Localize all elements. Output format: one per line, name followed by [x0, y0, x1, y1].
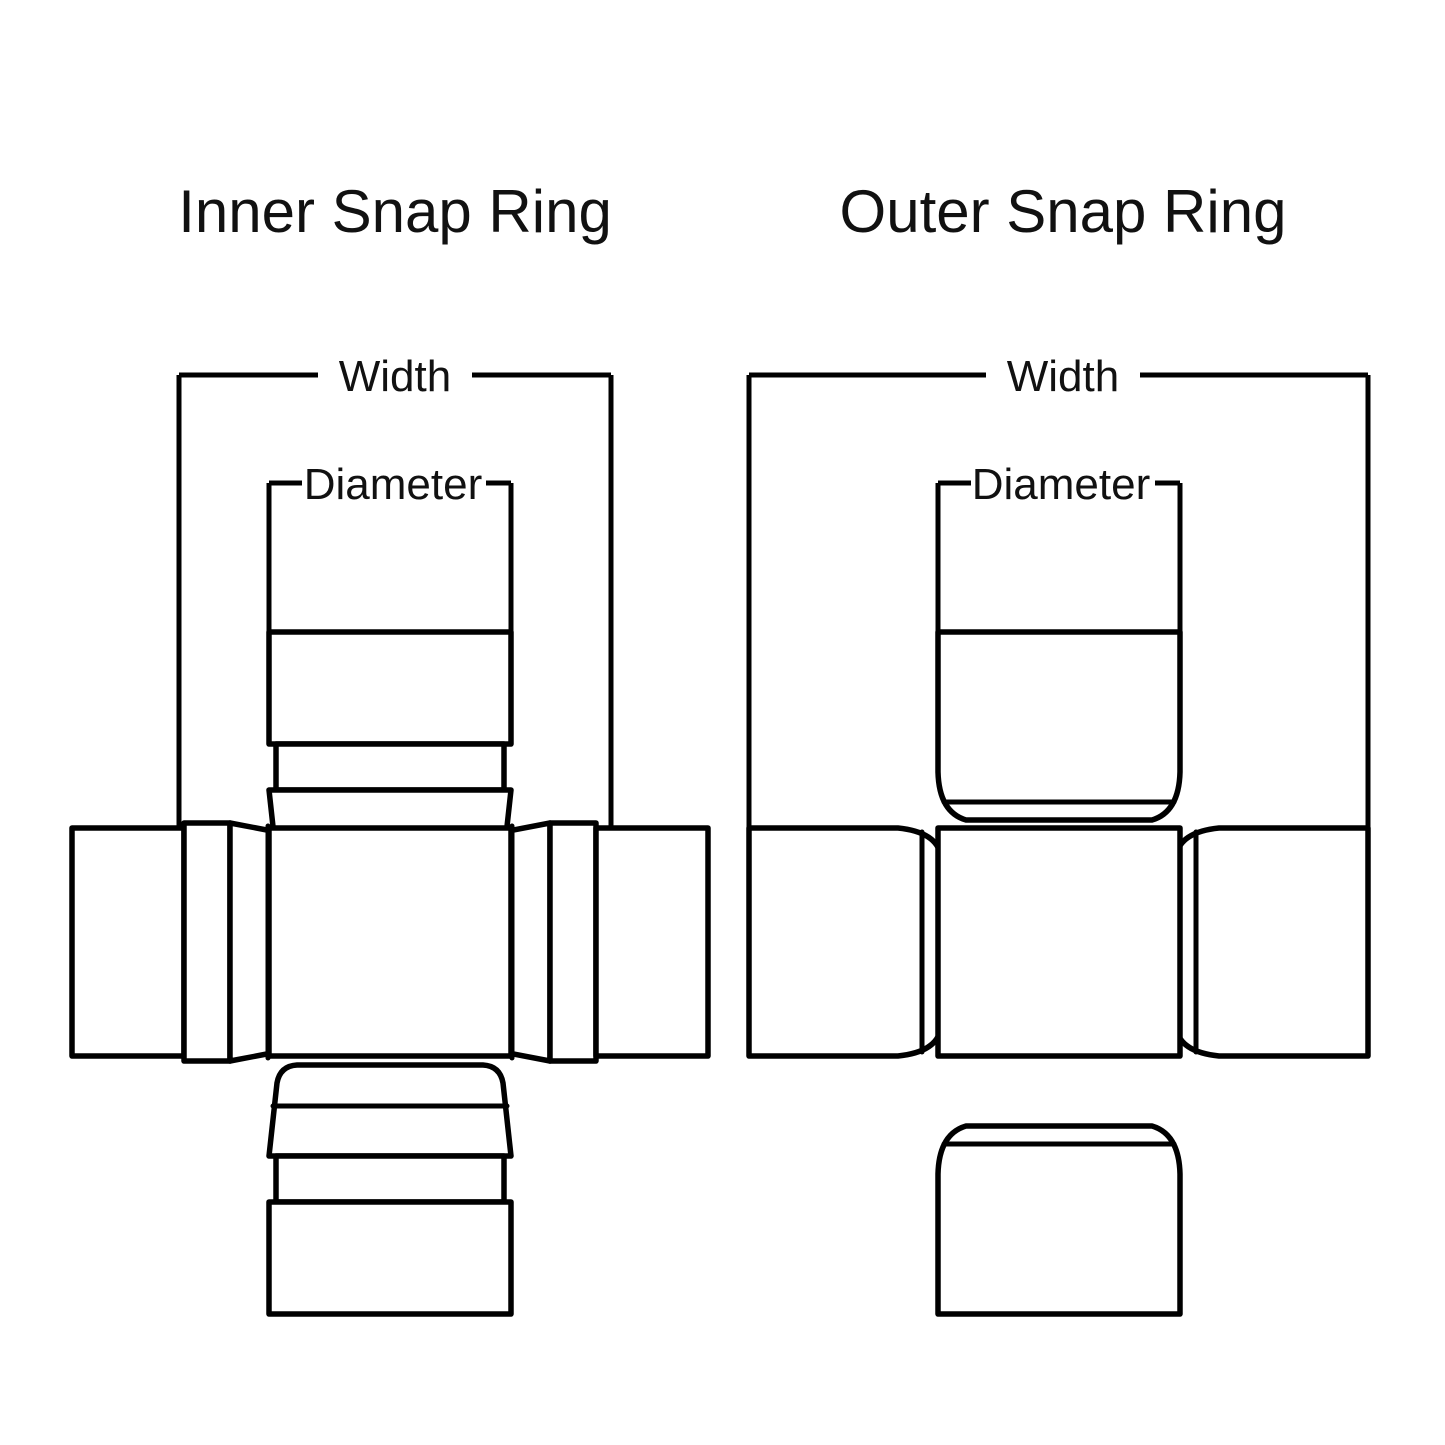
dimension-diameter-outer: Diameter — [935, 460, 1183, 632]
dimension-width-inner: Width — [176, 352, 614, 828]
snap-ring-groove-left-inner — [181, 820, 233, 1064]
cap-body-bottom-outer — [935, 1123, 1183, 1317]
panel-title-outer: Outer Snap Ring — [840, 178, 1287, 245]
yoke-ear-bottom-inner — [266, 1062, 514, 1159]
cap-body-bottom-inner — [266, 1199, 514, 1317]
cap-body-top-outer — [935, 629, 1183, 823]
bearing-cap-bottom-inner — [266, 1062, 514, 1317]
cap-body-right-outer — [1173, 825, 1371, 1059]
bearing-cap-left-inner — [69, 820, 293, 1064]
cap-body-right-inner — [593, 825, 711, 1059]
panel-inner-snap-ring: Inner Snap Ring Width Diameter — [69, 178, 711, 1317]
dimension-label-diameter-inner: Diameter — [304, 460, 483, 509]
bearing-cap-left-outer — [746, 825, 944, 1059]
dimension-label-width-outer: Width — [1007, 352, 1119, 401]
dimension-label-width-inner: Width — [339, 352, 451, 401]
cross-body-outer — [935, 825, 1183, 1059]
dimension-diameter-inner: Diameter — [266, 460, 514, 632]
bearing-cap-bottom-outer — [935, 1123, 1183, 1317]
cap-body-left-outer — [746, 825, 944, 1059]
dimension-label-diameter-outer: Diameter — [972, 460, 1151, 509]
dimension-width-outer: Width — [746, 352, 1371, 828]
snap-ring-groove-bottom-inner — [273, 1153, 507, 1205]
snap-ring-groove-right-inner — [547, 820, 599, 1064]
cap-body-top-inner — [266, 629, 514, 747]
bearing-cap-right-outer — [1173, 825, 1371, 1059]
cross-body-inner — [266, 825, 514, 1059]
panel-outer-snap-ring: Outer Snap Ring Width Diameter — [746, 178, 1371, 1317]
panel-title-inner: Inner Snap Ring — [178, 178, 612, 245]
bearing-cap-top-outer — [935, 629, 1183, 823]
bearing-cap-right-inner — [487, 820, 711, 1064]
snap-ring-groove-top-inner — [273, 741, 507, 793]
cap-body-left-inner — [69, 825, 187, 1059]
